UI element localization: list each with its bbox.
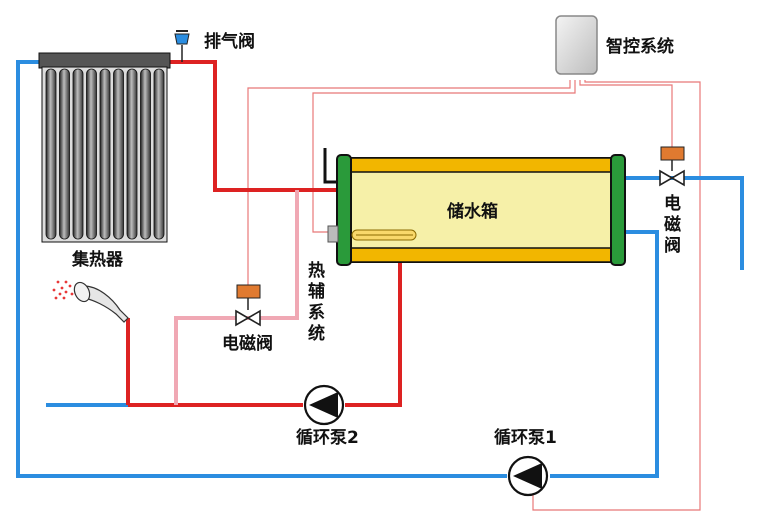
hot-pipes bbox=[126, 60, 402, 407]
wire-to-left-solenoid bbox=[247, 80, 571, 285]
pump-1-label: 循环泵1 bbox=[494, 427, 557, 448]
wire-to-heater bbox=[312, 80, 576, 233]
collector-tube bbox=[126, 68, 138, 240]
collector-tube bbox=[140, 68, 151, 240]
pump2-to-tank-pipe bbox=[345, 262, 402, 407]
aux-heat-label: 热 辅 系 统 bbox=[308, 260, 325, 344]
collector-tube bbox=[72, 68, 84, 240]
storage-tank bbox=[323, 148, 626, 266]
left-solenoid-valve-icon bbox=[235, 284, 261, 327]
tank-top-band bbox=[346, 157, 616, 173]
collector-tube bbox=[59, 68, 70, 240]
heating-element-icon bbox=[351, 229, 417, 241]
pump-2-icon bbox=[303, 384, 345, 426]
aux-heat-char-4: 统 bbox=[308, 323, 325, 344]
shower-head-icon bbox=[52, 280, 129, 323]
right-solenoid-valve-icon bbox=[659, 146, 685, 187]
right-solenoid-char-1: 电 bbox=[664, 193, 681, 214]
collector-return-pipe bbox=[16, 60, 507, 478]
wire-to-right-solenoid bbox=[579, 80, 673, 147]
vent-valve-icon bbox=[174, 30, 190, 62]
pump1-to-tank-pipe bbox=[550, 230, 659, 478]
collector-tube bbox=[153, 68, 165, 240]
vent-valve-label: 排气阀 bbox=[204, 31, 255, 52]
heater-connector bbox=[327, 225, 339, 243]
collector-tube bbox=[45, 68, 57, 240]
collector-label: 集热器 bbox=[71, 249, 124, 270]
tank-left-cap bbox=[336, 154, 352, 266]
tank-label: 储水箱 bbox=[447, 201, 498, 222]
solar-collector bbox=[38, 52, 171, 243]
wire-to-pump1 bbox=[532, 80, 701, 511]
collector-to-tank-pipe bbox=[168, 60, 338, 192]
collector-tube bbox=[113, 68, 124, 240]
collector-tube bbox=[99, 68, 111, 240]
right-solenoid-char-2: 磁 bbox=[664, 214, 681, 235]
right-solenoid-label: 电 磁 阀 bbox=[664, 193, 681, 256]
tank-right-cap bbox=[610, 154, 626, 266]
pump-2-label: 循环泵2 bbox=[296, 427, 359, 448]
right-inlet-pipe bbox=[626, 176, 744, 270]
aux-heat-char-1: 热 bbox=[308, 260, 325, 281]
aux-heat-char-2: 辅 bbox=[308, 281, 325, 302]
cold-pipes bbox=[16, 60, 744, 478]
tank-vent-pipe bbox=[323, 148, 340, 184]
tank-bottom-band bbox=[346, 247, 616, 263]
collector-tubes bbox=[45, 68, 165, 240]
control-wires bbox=[247, 80, 701, 511]
left-solenoid-label: 电磁阀 bbox=[222, 333, 273, 354]
water-spray bbox=[52, 280, 74, 300]
collector-tube bbox=[86, 68, 97, 240]
aux-heat-char-3: 系 bbox=[308, 303, 325, 323]
pump-1-icon bbox=[507, 455, 549, 497]
controller-label: 智控系统 bbox=[606, 36, 674, 57]
controller-box bbox=[555, 15, 598, 75]
right-solenoid-char-3: 阀 bbox=[664, 235, 681, 256]
